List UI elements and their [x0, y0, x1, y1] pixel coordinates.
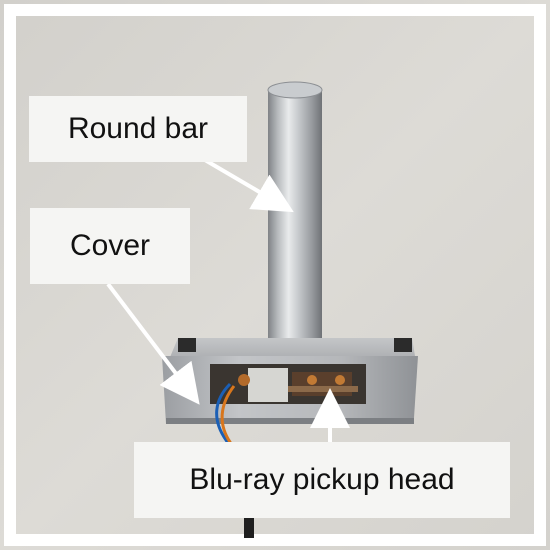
label-round-bar: Round bar	[29, 96, 247, 162]
round-bar	[267, 81, 323, 352]
label-cover: Cover	[30, 208, 190, 284]
label-bluray-pickup-head: Blu-ray pickup head	[134, 442, 510, 518]
cover-window	[210, 364, 366, 404]
arrow-round-bar	[203, 158, 294, 213]
arrow-cover	[106, 282, 200, 405]
